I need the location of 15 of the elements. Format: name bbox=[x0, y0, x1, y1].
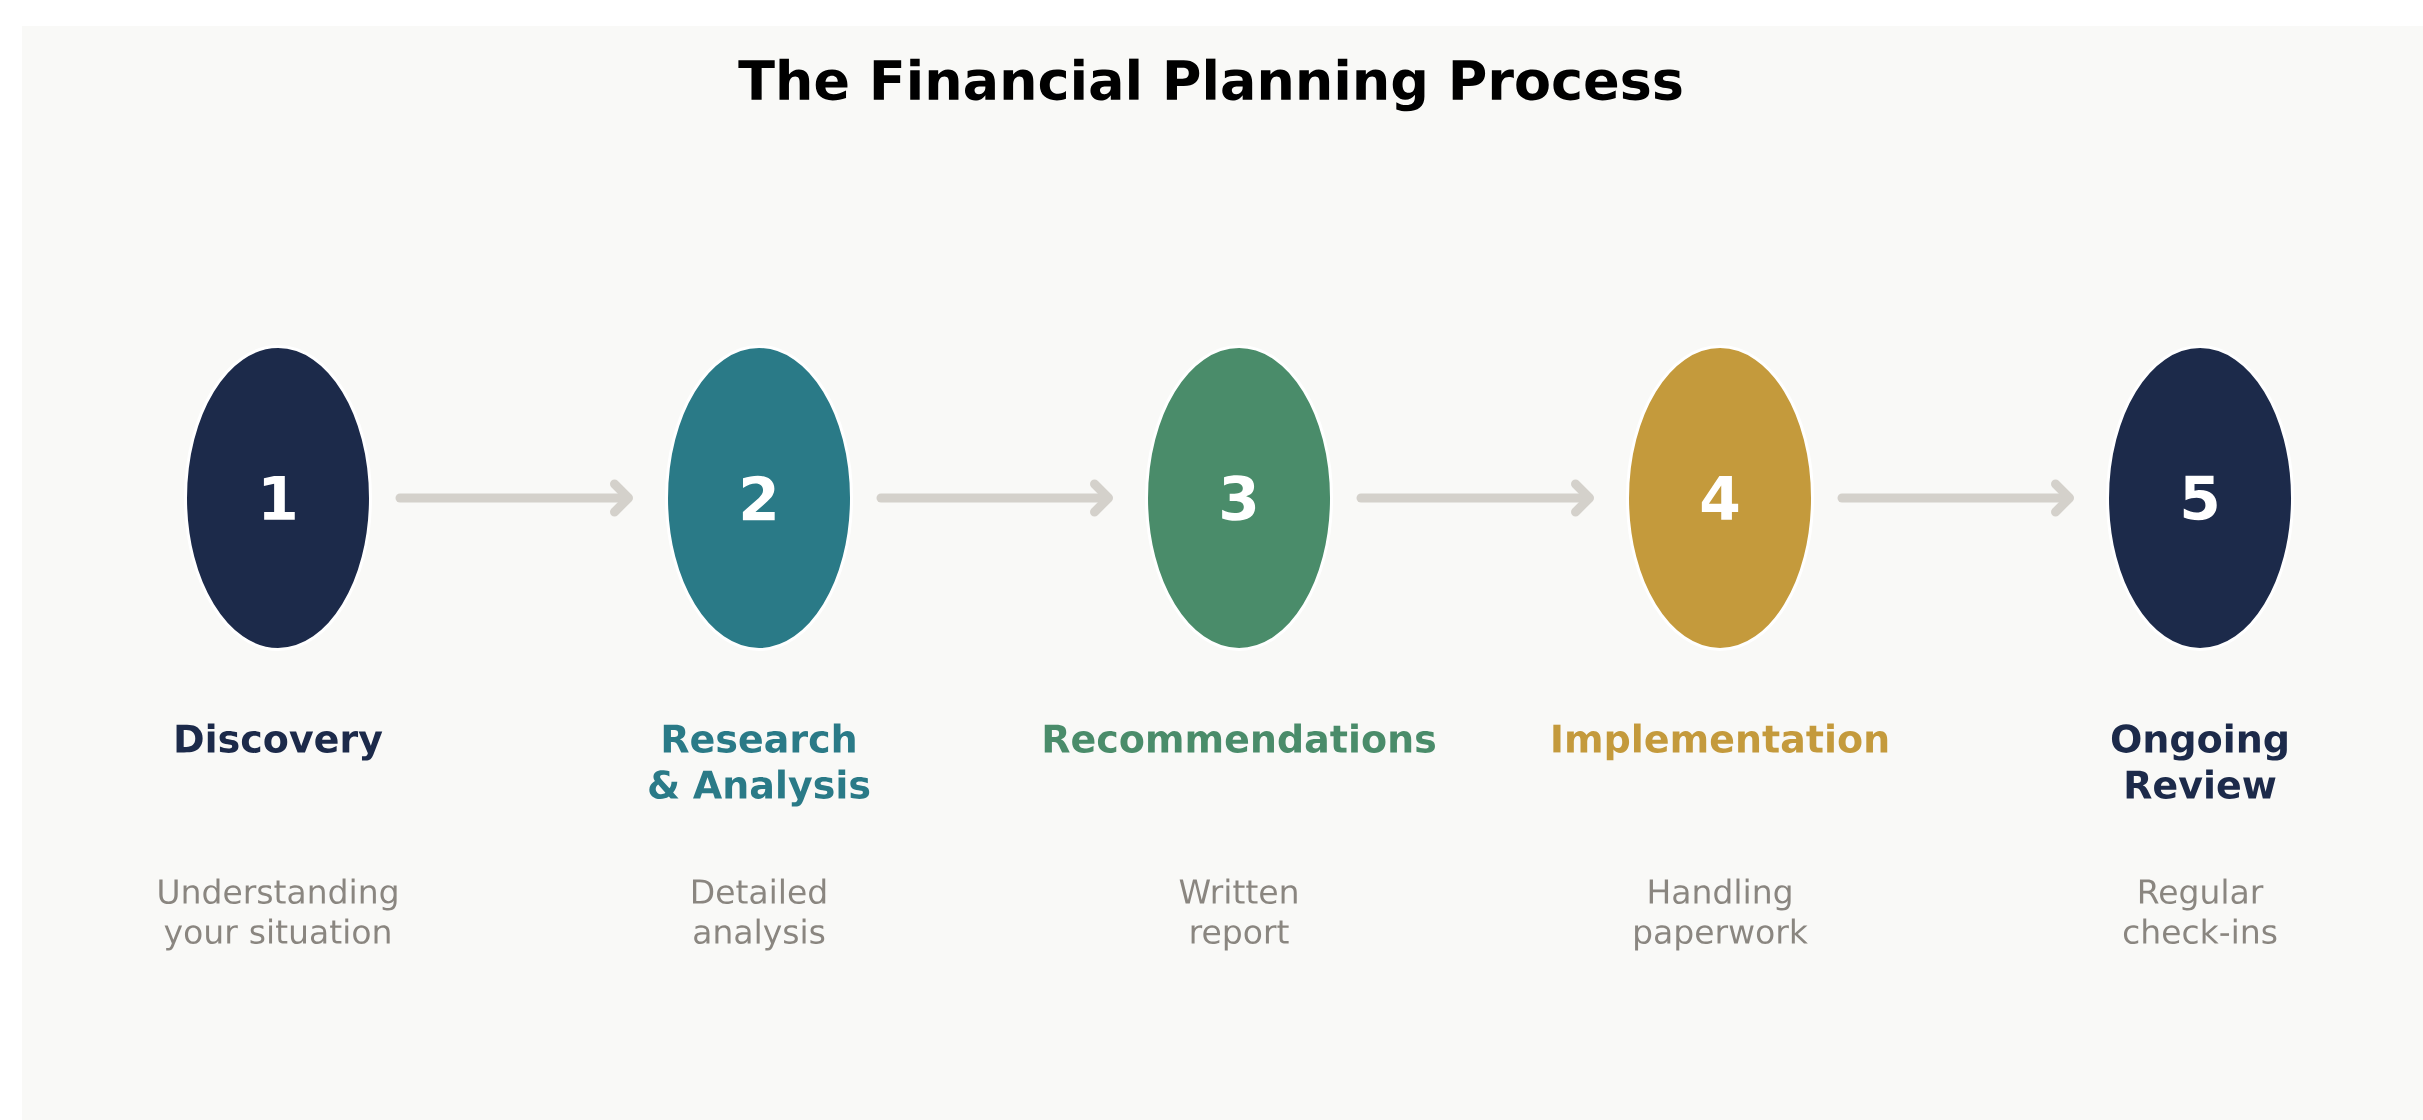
step-title: Research & Analysis bbox=[649, 723, 870, 807]
step-description: Understanding your situation bbox=[159, 878, 397, 951]
arrow bbox=[1837, 479, 2074, 517]
title: The Financial Planning Process bbox=[738, 58, 1682, 112]
step-title: Discovery bbox=[176, 723, 383, 761]
step-description: Written report bbox=[1179, 878, 1297, 951]
step-description: Regular check-ins bbox=[2123, 878, 2277, 945]
arrow bbox=[876, 479, 1113, 517]
arrow bbox=[1356, 479, 1594, 517]
arrow bbox=[395, 479, 633, 517]
step-description: Detailed analysis bbox=[693, 878, 826, 951]
step-title: Recommendations bbox=[1044, 723, 1435, 753]
step-description: Handling paperwork bbox=[1635, 878, 1808, 951]
step-title: Implementation bbox=[1553, 723, 1888, 761]
step-title: Ongoing Review bbox=[2111, 723, 2287, 799]
